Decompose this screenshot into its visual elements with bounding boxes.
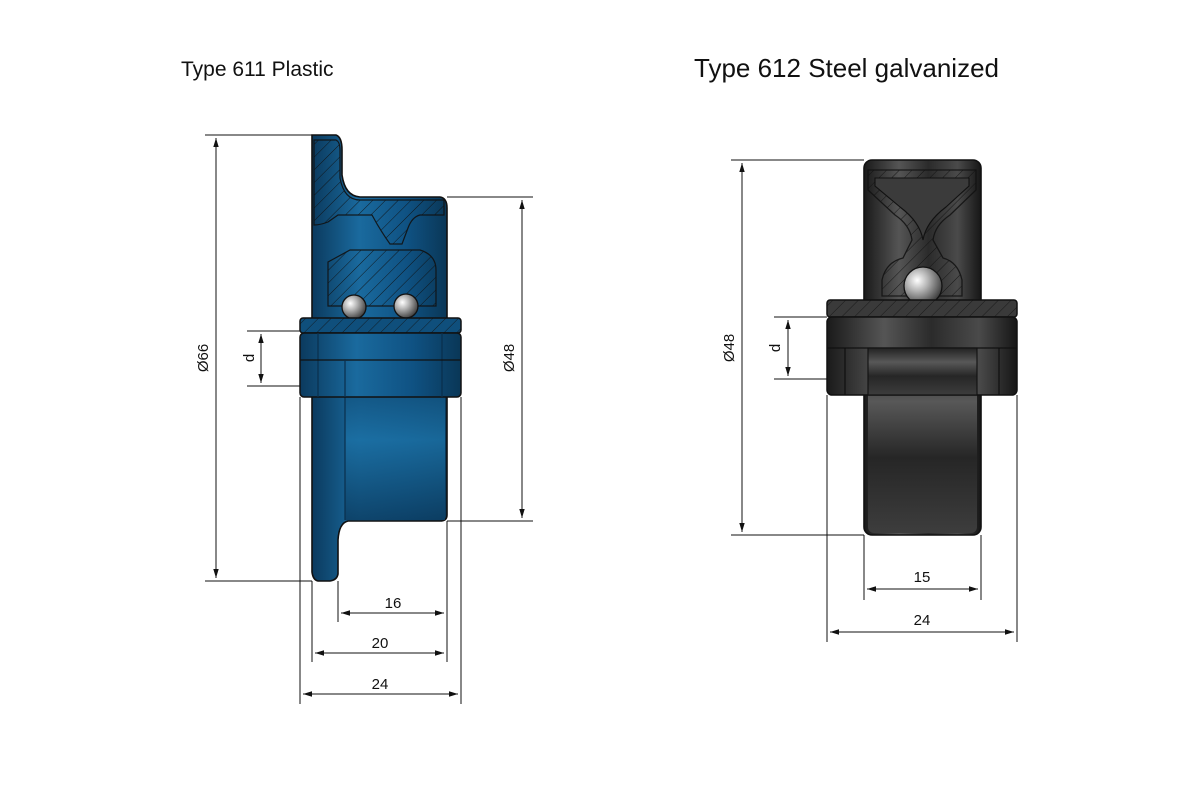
- dim-611-outer-diameter: Ø66: [195, 344, 212, 372]
- roller-611-ball-right: [393, 293, 419, 319]
- dim-611-width-24: 24: [372, 676, 389, 693]
- title-type-611: Type 611 Plastic: [181, 58, 334, 81]
- dim-611-tread-diameter: Ø48: [501, 344, 518, 372]
- roller-611-drawing: [299, 134, 462, 582]
- roller-612-dimensions: [731, 159, 1018, 642]
- roller-611-ball-left: [341, 294, 367, 320]
- dim-611-width-20: 20: [372, 635, 389, 652]
- roller-611-dimensions: [205, 134, 533, 704]
- dim-612-width-24: 24: [914, 612, 931, 629]
- dim-612-width-15: 15: [914, 569, 931, 586]
- title-type-612: Type 612 Steel galvanized: [694, 53, 999, 83]
- dim-612-outer-diameter: Ø48: [721, 334, 738, 362]
- dim-611-bore: d: [241, 354, 258, 362]
- dim-611-width-16: 16: [385, 595, 402, 612]
- dim-612-bore: d: [767, 344, 784, 352]
- roller-611-section-upper: [313, 139, 445, 245]
- roller-612-drawing: [826, 159, 1018, 536]
- roller-611-inner-ring: [299, 332, 462, 398]
- roller-611-section-hub: [327, 249, 437, 307]
